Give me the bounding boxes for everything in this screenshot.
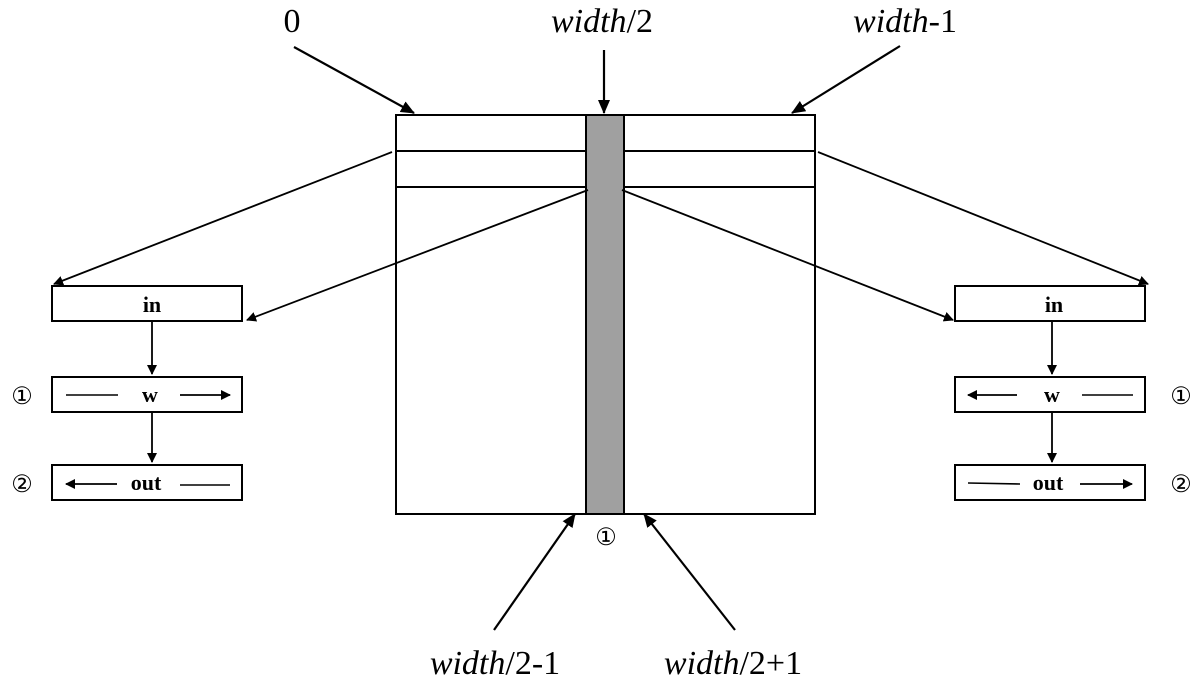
arrow-width-half-plus-one xyxy=(643,513,736,631)
label-width-half-plus-one: width/2+1 xyxy=(664,645,802,682)
left-in-label: in xyxy=(143,292,161,317)
right-out-box xyxy=(954,464,1146,501)
arrow-start xyxy=(293,46,415,114)
center-step-marker: ① xyxy=(595,525,617,551)
left-stack: in w out ① ② xyxy=(11,285,243,501)
right-out-label: out xyxy=(1033,470,1064,495)
right-stack: in w out ① ② xyxy=(954,285,1192,501)
label-start: 0 xyxy=(284,3,301,40)
label-width-half-minus-one: width/2-1 xyxy=(430,645,560,682)
arrow-row-to-right-in-outer xyxy=(817,151,1149,286)
left-w-label: w xyxy=(142,382,158,407)
arrow-width-minus-one xyxy=(791,45,901,114)
image-block xyxy=(395,114,816,515)
right-step-1: ① xyxy=(1170,384,1192,410)
arrow-row-to-left-in-outer xyxy=(53,151,393,286)
arrow-width-half-minus-one xyxy=(493,513,576,631)
left-out-label: out xyxy=(131,470,162,495)
right-w-label: w xyxy=(1044,382,1060,407)
left-out-box xyxy=(51,464,243,501)
arrow-row-to-left-in-inner xyxy=(246,189,589,322)
right-out-direction-tail xyxy=(967,482,1021,485)
label-width-minus-one: width-1 xyxy=(853,3,957,40)
right-in-label: in xyxy=(1045,292,1063,317)
arrow-row-to-right-in-inner xyxy=(621,189,954,322)
right-in-box xyxy=(954,285,1146,322)
label-width-half: width/2 xyxy=(551,3,653,40)
left-step-1: ① xyxy=(11,384,33,410)
left-in-box xyxy=(51,285,243,322)
left-step-2: ② xyxy=(11,472,33,498)
right-step-2: ② xyxy=(1170,472,1192,498)
center-column xyxy=(585,114,625,515)
